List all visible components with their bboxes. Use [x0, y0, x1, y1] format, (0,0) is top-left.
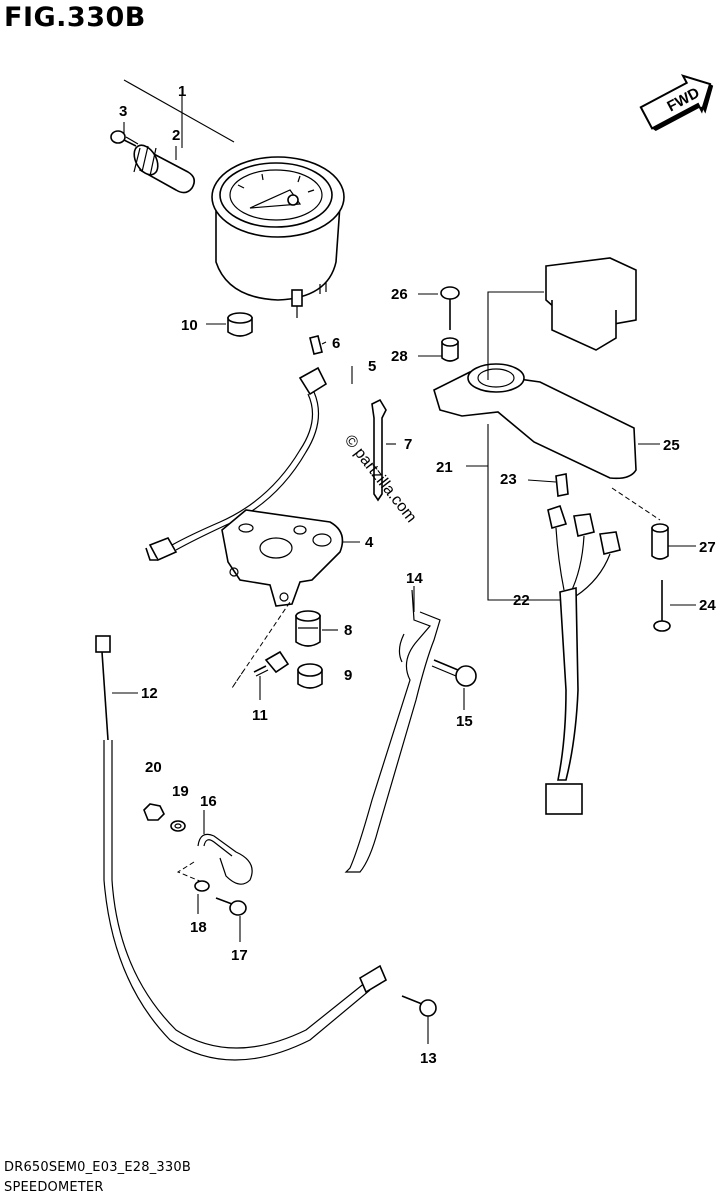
callout-22: 22	[513, 592, 530, 609]
leader-lines	[112, 79, 696, 1044]
callout-21: 21	[436, 459, 453, 476]
callout-28: 28	[391, 348, 408, 365]
bolt-part-17	[215, 897, 247, 916]
nut-part-20	[143, 803, 165, 821]
callout-6: 6	[332, 335, 340, 352]
spacer-part-8	[295, 610, 321, 647]
bulb-part-6	[309, 335, 323, 355]
screw-part-24	[653, 580, 671, 632]
callout-14: 14	[406, 570, 423, 587]
callout-7: 7	[404, 436, 412, 453]
callout-16: 16	[200, 793, 217, 810]
meter-socket-part	[133, 144, 196, 194]
callout-17: 17	[231, 947, 248, 964]
speedometer-assembly	[211, 156, 345, 318]
callout-18: 18	[190, 919, 207, 936]
callout-4: 4	[365, 534, 374, 551]
callout-15: 15	[456, 713, 473, 730]
callout-24: 24	[699, 597, 716, 614]
bracket-part-4	[221, 509, 344, 607]
bolt-part-13	[401, 995, 437, 1017]
washer-part-18	[194, 880, 210, 892]
callout-20: 20	[145, 759, 162, 776]
model-code: DR650SEM0_E03_E28_330B	[4, 1160, 191, 1175]
callout-19: 19	[172, 783, 189, 800]
callout-9: 9	[344, 667, 352, 684]
callout-11: 11	[252, 707, 268, 724]
fwd-arrow-icon: FWD	[639, 74, 714, 132]
washer-part-19	[170, 820, 186, 832]
band-part-7	[371, 398, 387, 502]
clamp-part-16	[176, 833, 253, 885]
screw-part-3	[110, 130, 139, 147]
callout-5: 5	[368, 358, 376, 375]
indicator-housing-part-25	[433, 257, 637, 480]
collar-part-28	[441, 337, 459, 362]
cap-part-10	[227, 312, 253, 337]
nut-part-9	[297, 663, 323, 689]
speedometer-cable-part-12	[95, 635, 388, 1061]
callout-10: 10	[181, 317, 198, 334]
callout-12: 12	[141, 685, 158, 702]
callout-25: 25	[663, 437, 680, 454]
callout-26: 26	[391, 286, 408, 303]
cable-guide-part-14	[344, 589, 441, 873]
indicator-harness-part-22	[545, 473, 621, 815]
callout-8: 8	[344, 622, 352, 639]
spacer-part-27	[651, 523, 669, 560]
bolt-part-15	[431, 659, 477, 687]
callout-2: 2	[172, 127, 180, 144]
bolt-part-11	[231, 601, 291, 689]
callout-labels: 1 2 3 4 5 6 7 8 9 10 11 12 13 14 15 16 1…	[119, 83, 716, 1067]
callout-27: 27	[699, 539, 716, 556]
callout-23: 23	[500, 471, 517, 488]
callout-1: 1	[178, 83, 186, 100]
callout-13: 13	[420, 1050, 437, 1067]
meter-harness	[145, 366, 328, 562]
screw-part-26	[440, 286, 460, 330]
figure-title: FIG.330B	[4, 2, 146, 33]
section-name: SPEEDOMETER	[4, 1180, 104, 1195]
callout-3: 3	[119, 103, 127, 120]
